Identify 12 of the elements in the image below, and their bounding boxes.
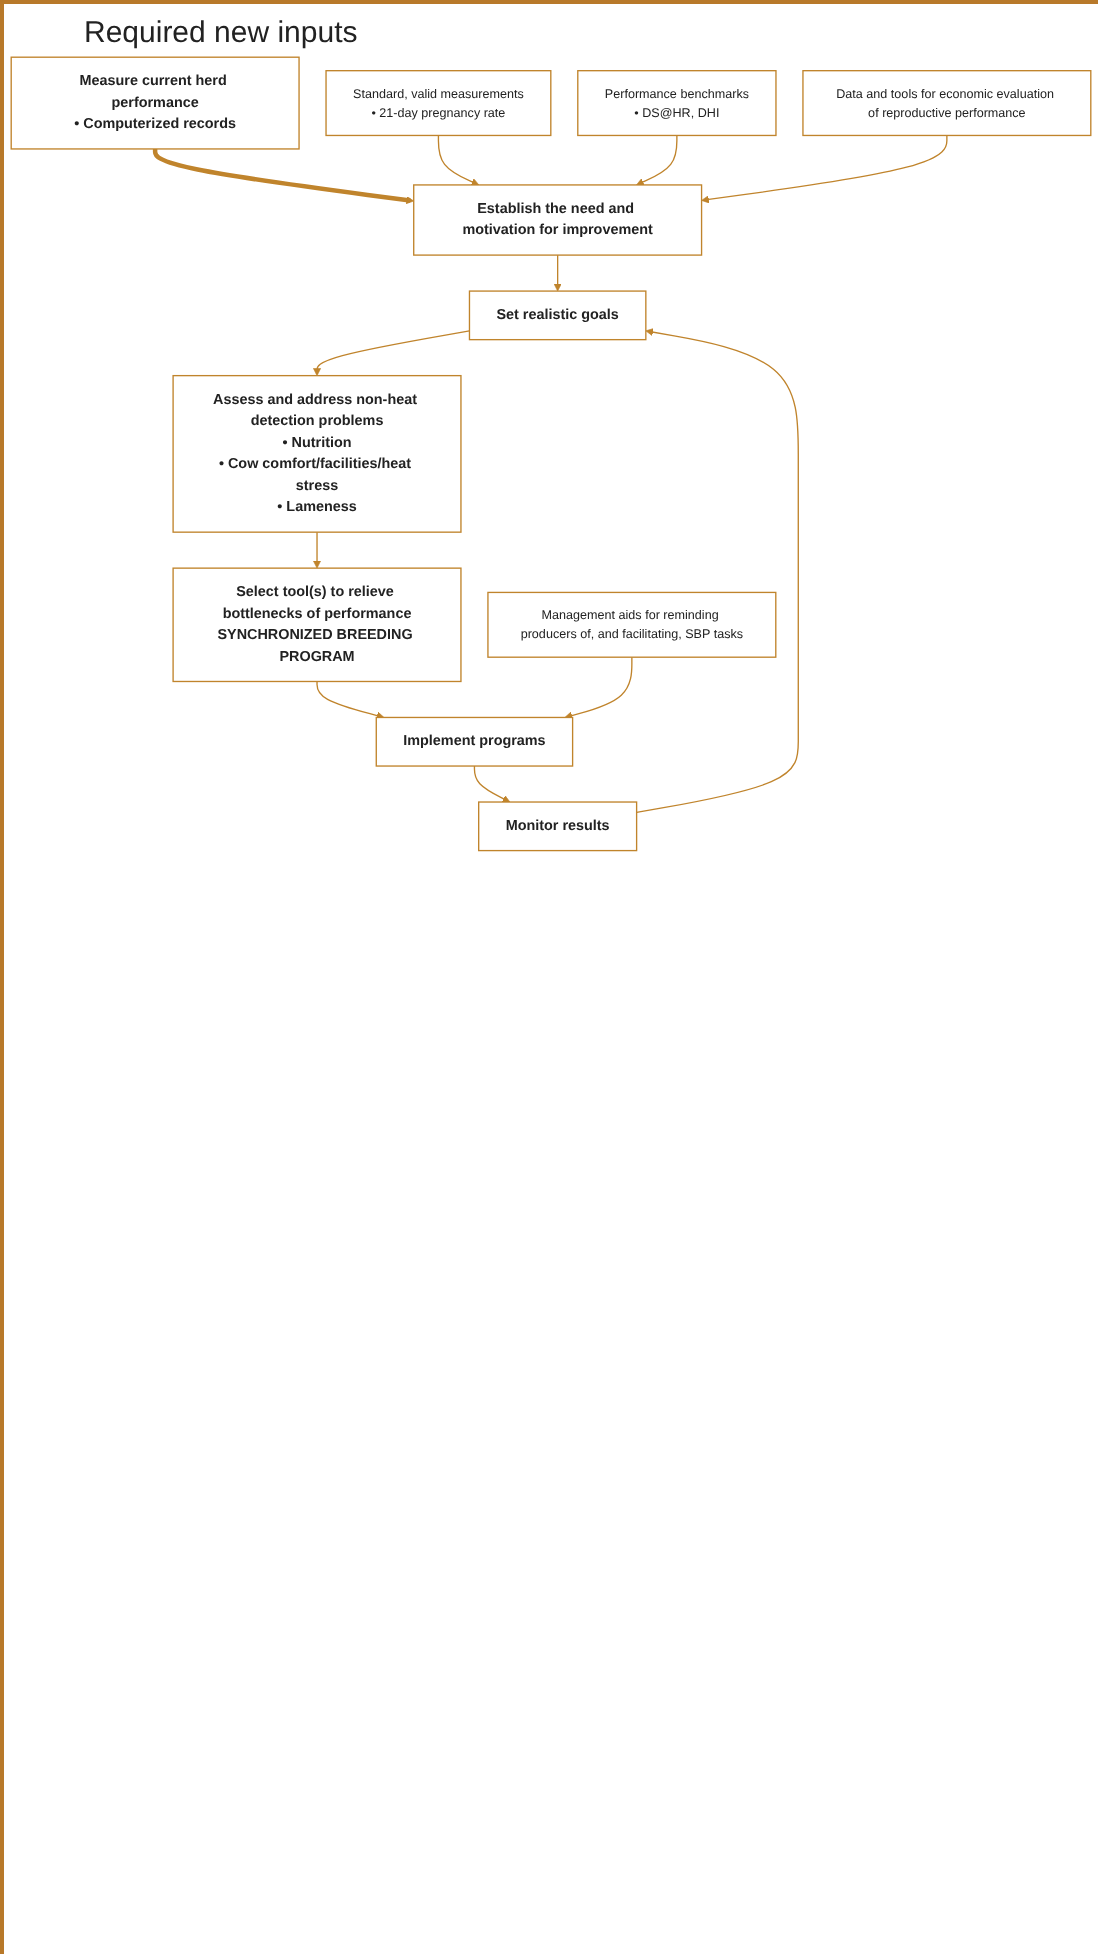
arrow <box>564 656 633 720</box>
arrow <box>553 254 562 292</box>
arrow <box>313 531 321 569</box>
arrow <box>152 148 415 204</box>
arrow <box>437 134 480 186</box>
arrow <box>701 134 948 204</box>
arrow <box>635 328 799 814</box>
arrow <box>636 134 678 186</box>
note-text: Required new inputs <box>84 16 360 50</box>
arrow <box>316 680 385 720</box>
arrow <box>473 765 511 803</box>
arrow <box>313 330 471 376</box>
